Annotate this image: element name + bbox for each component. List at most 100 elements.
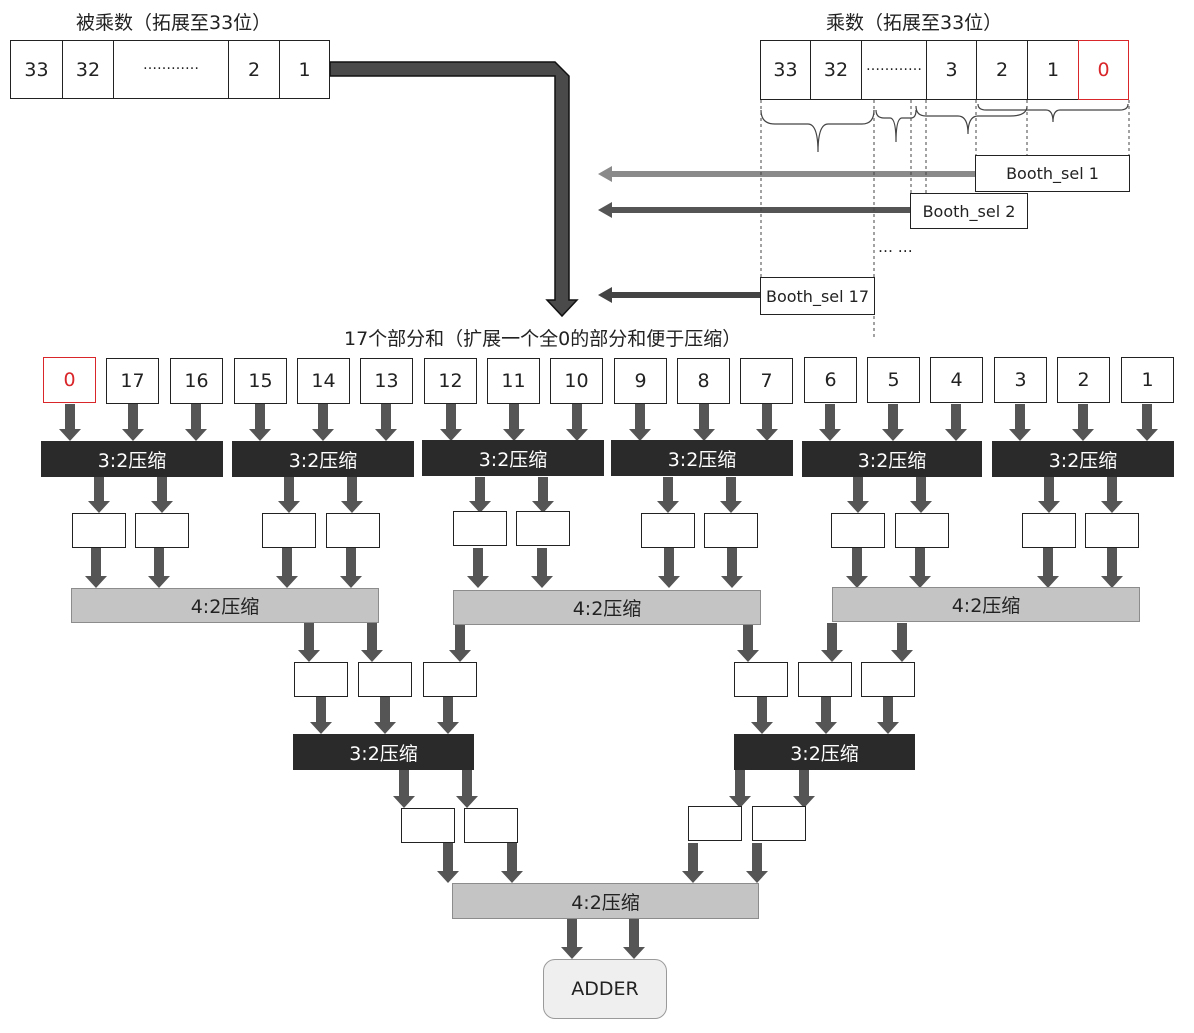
down-arrow <box>341 477 363 513</box>
booth-sel-1-arrow <box>598 166 976 182</box>
multiplier-title: 乘数（拓展至33位） <box>826 12 1003 34</box>
down-arrow <box>891 623 913 662</box>
partial-sum-3: 3 <box>994 357 1047 403</box>
down-arrow <box>151 477 173 513</box>
down-arrow <box>449 623 471 662</box>
down-arrow <box>746 843 768 883</box>
multiplicand-title: 被乘数（拓展至33位） <box>76 12 272 34</box>
down-arrow <box>310 697 332 734</box>
l1-output-box <box>516 511 570 546</box>
down-arrow <box>298 623 320 662</box>
partial-sum-9: 9 <box>614 358 667 404</box>
multiplier-group-braces <box>760 103 1129 153</box>
multiplicand-bit-ellipsis: ………… <box>113 40 229 99</box>
csa-4-2-l2-1: 4:2压缩 <box>71 588 379 623</box>
partial-sum-8: 8 <box>677 358 730 404</box>
l1-output-box <box>453 511 507 546</box>
down-arrow <box>756 404 778 441</box>
down-arrow <box>910 477 932 513</box>
down-arrow <box>819 404 841 441</box>
down-arrow <box>1037 548 1059 588</box>
multiplicand-bit-32: 32 <box>62 40 114 99</box>
csa-4-2-l2-3: 4:2压缩 <box>832 587 1140 622</box>
down-arrow <box>751 697 773 734</box>
down-arrow <box>532 477 554 513</box>
l1-output-box <box>326 513 380 548</box>
partial-sum-14: 14 <box>297 358 350 404</box>
down-arrow <box>437 697 459 734</box>
partial-sum-17: 17 <box>106 358 159 404</box>
csa-3-2-l1-5: 3:2压缩 <box>802 441 982 477</box>
down-arrow <box>375 404 397 441</box>
down-arrow <box>793 770 815 808</box>
down-arrow <box>629 404 651 441</box>
down-arrow <box>467 548 489 588</box>
l1-output-box <box>135 513 189 548</box>
csa-4-2-final: 4:2压缩 <box>452 883 759 919</box>
partial-sum-2: 2 <box>1057 357 1110 403</box>
down-arrow <box>1101 477 1123 513</box>
down-arrow <box>658 548 680 588</box>
l1-output-box <box>641 513 695 548</box>
l1-output-box <box>831 513 885 548</box>
partial-sum-6: 6 <box>804 357 857 403</box>
multiplicand-bit-33: 33 <box>10 40 63 99</box>
down-arrow <box>623 919 645 959</box>
down-arrow <box>909 548 931 588</box>
down-arrow <box>531 548 553 588</box>
down-arrow <box>312 404 334 441</box>
down-arrow <box>821 623 843 662</box>
down-arrow <box>59 404 81 441</box>
multiplier-bit-33: 33 <box>760 40 811 100</box>
csa-3-2-l1-3: 3:2压缩 <box>422 440 604 476</box>
multiplier-bit-ellipsis: ………… <box>861 40 927 100</box>
l1-output-box <box>895 513 949 548</box>
l2-output-box <box>734 662 788 697</box>
down-arrow <box>1038 477 1060 513</box>
l1-output-box <box>262 513 316 548</box>
down-arrow <box>340 548 362 588</box>
partial-sum-15: 15 <box>234 358 287 404</box>
l3-output-box <box>401 808 455 843</box>
down-arrow <box>437 843 459 883</box>
down-arrow <box>729 770 751 808</box>
partial-sum-4: 4 <box>930 357 983 403</box>
down-arrow <box>1009 404 1031 441</box>
l2-output-box <box>798 662 852 697</box>
multiplier-bit-2: 2 <box>976 40 1028 100</box>
down-arrow <box>815 697 837 734</box>
multiplier-bit-1: 1 <box>1027 40 1079 100</box>
csa-4-2-l2-2: 4:2压缩 <box>453 590 761 625</box>
booth-sel-1: Booth_sel 1 <box>975 155 1130 192</box>
partial-sum-12: 12 <box>424 358 477 404</box>
multiplier-bit-3: 3 <box>926 40 977 100</box>
l3-output-box <box>464 808 518 843</box>
booth-sel-ellipsis: … … <box>878 238 913 256</box>
down-arrow <box>249 404 271 441</box>
down-arrow <box>693 404 715 441</box>
l2-output-box <box>423 662 477 697</box>
booth-sel-2: Booth_sel 2 <box>910 193 1028 229</box>
down-arrow <box>945 404 967 441</box>
down-arrow <box>456 770 478 808</box>
final-adder: ADDER <box>543 959 667 1019</box>
partial-sum-7: 7 <box>740 358 793 404</box>
down-arrow <box>148 548 170 588</box>
partial-sums-title: 17个部分和（扩展一个全0的部分和便于压缩） <box>344 328 742 350</box>
l1-output-box <box>1022 513 1076 548</box>
partial-sum-10: 10 <box>550 358 603 404</box>
multiplicand-route-arrow <box>329 61 579 318</box>
partial-sum-16: 16 <box>170 358 223 404</box>
booth-sel-17: Booth_sel 17 <box>760 277 875 315</box>
partial-sum-5: 5 <box>867 357 920 403</box>
partial-sum-11: 11 <box>487 358 540 404</box>
down-arrow <box>393 770 415 808</box>
down-arrow <box>561 919 583 959</box>
down-arrow <box>276 548 298 588</box>
down-arrow <box>122 404 144 441</box>
down-arrow <box>882 404 904 441</box>
down-arrow <box>88 477 110 513</box>
csa-3-2-l1-4: 3:2压缩 <box>611 440 793 476</box>
